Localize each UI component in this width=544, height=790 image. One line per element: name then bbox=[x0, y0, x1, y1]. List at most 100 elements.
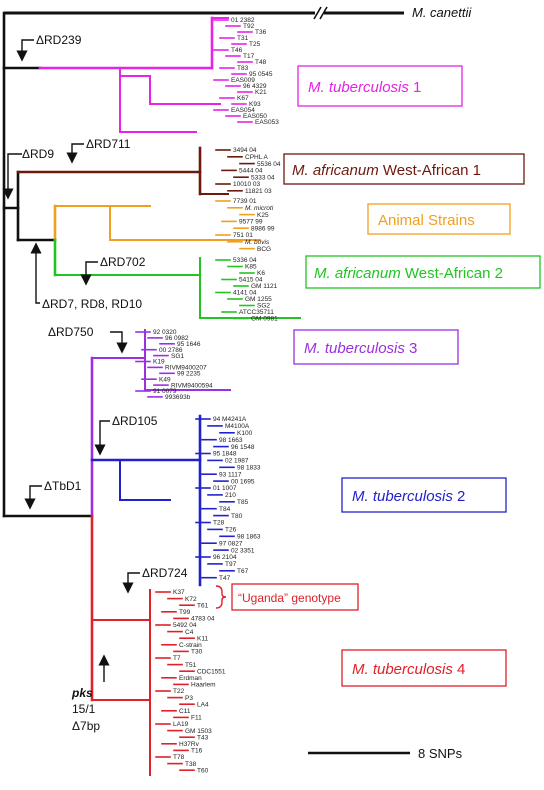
lineage-boxes: M. tuberculosis 1 M. africanum West-Afri… bbox=[215, 65, 541, 687]
leaf-label: C4 bbox=[185, 629, 194, 636]
leaf-label: M4100A bbox=[225, 423, 250, 430]
leaf-label: 01 2382 bbox=[231, 17, 255, 24]
leaf-label: ATCC35711 bbox=[239, 309, 274, 316]
leaf-label: EAS050 bbox=[243, 113, 267, 120]
leaf-label: 4141 04 bbox=[233, 290, 257, 297]
leaf-label: H37Rv bbox=[179, 741, 200, 748]
leaf-label: EAS009 bbox=[231, 77, 255, 84]
leaf-label: GM 0981 bbox=[251, 316, 278, 323]
leaf-label: K25 bbox=[257, 212, 269, 219]
leaf-label: T22 bbox=[173, 688, 185, 695]
leaf-label: T36 bbox=[255, 29, 267, 36]
leaf-label: K72 bbox=[185, 596, 197, 603]
lineage-box-uganda bbox=[231, 583, 359, 611]
leaf-label: 98 1833 bbox=[237, 465, 261, 472]
deletion-markers: ΔRD239 ΔRD711 ΔRD9 ΔRD702 ΔRD7, RD8, RD1… bbox=[2, 33, 188, 733]
leaf-label: T99 bbox=[179, 609, 191, 616]
deletion-label-rd105: ΔRD105 bbox=[112, 414, 158, 428]
leaf-label: 5492 04 bbox=[173, 622, 197, 629]
leaf-label: 96 1548 bbox=[231, 444, 255, 451]
leaf-label: 01 1007 bbox=[213, 485, 237, 492]
leaf-label: T67 bbox=[237, 568, 249, 575]
deletion-label-tbd1: ΔTbD1 bbox=[44, 479, 82, 493]
leaf-label: T38 bbox=[185, 761, 197, 768]
scale-bar-label: 8 SNPs bbox=[418, 746, 463, 761]
arrow-icon bbox=[110, 331, 128, 354]
leaf-label: F11 bbox=[191, 715, 202, 722]
leaf-label: Erdman bbox=[179, 675, 202, 682]
leaf-label: P3 bbox=[185, 695, 193, 702]
leaf-label: CPHL A bbox=[245, 154, 269, 161]
leaf-label: C-strain bbox=[179, 642, 202, 649]
leaf-label: T47 bbox=[219, 575, 231, 582]
lineage-box-mtb4 bbox=[341, 649, 507, 687]
leaf-label: Haarlem bbox=[191, 682, 216, 689]
leaf-label: 10010 03 bbox=[233, 181, 260, 188]
leaf-label: K21 bbox=[255, 89, 267, 96]
deletion-label-rd711: ΔRD711 bbox=[86, 137, 131, 151]
leaf-label: K6 bbox=[257, 270, 265, 277]
leaf-label: 11821 03 bbox=[245, 188, 272, 195]
leaf-label: T46 bbox=[231, 47, 243, 54]
leaf-label: K49 bbox=[159, 376, 171, 383]
leaf-label: T31 bbox=[237, 35, 249, 42]
axis-break-mark bbox=[313, 6, 322, 20]
leaf-label: T25 bbox=[249, 41, 261, 48]
leaf-label: 993693b bbox=[165, 394, 191, 401]
leaf-label: 96 0982 bbox=[165, 335, 189, 342]
arrow-icon bbox=[24, 485, 42, 510]
leaf-label: GM 1255 bbox=[245, 296, 272, 303]
leaf-label: K37 bbox=[173, 589, 185, 596]
leaf-label: 7739 01 bbox=[233, 198, 257, 205]
leaf-label: 02 1987 bbox=[225, 458, 249, 465]
leaf-label: T85 bbox=[237, 499, 249, 506]
leaf-label: T26 bbox=[225, 527, 237, 534]
leaf-label: K93 bbox=[249, 101, 261, 108]
leaf-label: T80 bbox=[231, 513, 243, 520]
leaf-label: 5536 04 bbox=[257, 161, 281, 168]
leaf-label: T28 bbox=[213, 520, 225, 527]
leaf-label: T84 bbox=[219, 506, 231, 513]
arrow-icon bbox=[2, 153, 22, 200]
leaf-label: 02 3351 bbox=[231, 547, 255, 554]
deletion-label-rd9: ΔRD9 bbox=[22, 147, 54, 161]
leaf-label: GM 1121 bbox=[251, 283, 278, 290]
deletion-label-rd750: ΔRD750 bbox=[48, 325, 94, 339]
leaf-label: T7 bbox=[173, 655, 181, 662]
deletion-label-pks-2: 15/1 bbox=[72, 702, 96, 716]
lineage-label-mtb1: M. tuberculosis 1 bbox=[308, 79, 421, 96]
outgroup-label: M. canettii bbox=[412, 5, 472, 20]
leaf-label: T97 bbox=[225, 561, 237, 568]
leaf-label: LA19 bbox=[173, 721, 189, 728]
leaf-label: SG2 bbox=[257, 303, 270, 310]
lineage-box-mtb3 bbox=[293, 329, 459, 365]
leaf-label: K19 bbox=[153, 359, 165, 366]
leaf-label: RIVM9400594 bbox=[171, 382, 213, 389]
leaf-label: T17 bbox=[243, 53, 255, 60]
leaf-label: T61 bbox=[197, 602, 209, 609]
leaf-label: 9577 99 bbox=[239, 219, 263, 226]
leaf-label: BCG bbox=[257, 246, 271, 253]
leaf-label: 210 bbox=[225, 492, 236, 499]
leaf-label: 98 1863 bbox=[237, 534, 261, 541]
leaf-label: 00 1695 bbox=[231, 478, 255, 485]
leaf-label: 5444 04 bbox=[239, 168, 263, 175]
leaf-label: T30 bbox=[191, 649, 203, 656]
leaf-label: T92 bbox=[243, 23, 255, 30]
leaf-label: 8986 99 bbox=[251, 225, 275, 232]
deletion-label-pks-3: Δ7bp bbox=[72, 719, 100, 733]
lineage-label-mtb3: M. tuberculosis 3 bbox=[304, 340, 417, 357]
leaf-label: 95 0545 bbox=[249, 71, 273, 78]
leaf-label: 95 1646 bbox=[177, 341, 201, 348]
deletion-label-rd239: ΔRD239 bbox=[36, 33, 82, 47]
leaf-label: 5333 04 bbox=[251, 174, 275, 181]
leaf-label: 93 1117 bbox=[219, 471, 242, 478]
leaf-label: K85 bbox=[245, 264, 257, 271]
arrow-icon bbox=[16, 39, 34, 62]
deletion-label-pks: pks bbox=[71, 686, 93, 700]
lineage-box-afr2 bbox=[305, 255, 541, 289]
leaf-label: 3494 04 bbox=[233, 147, 257, 154]
